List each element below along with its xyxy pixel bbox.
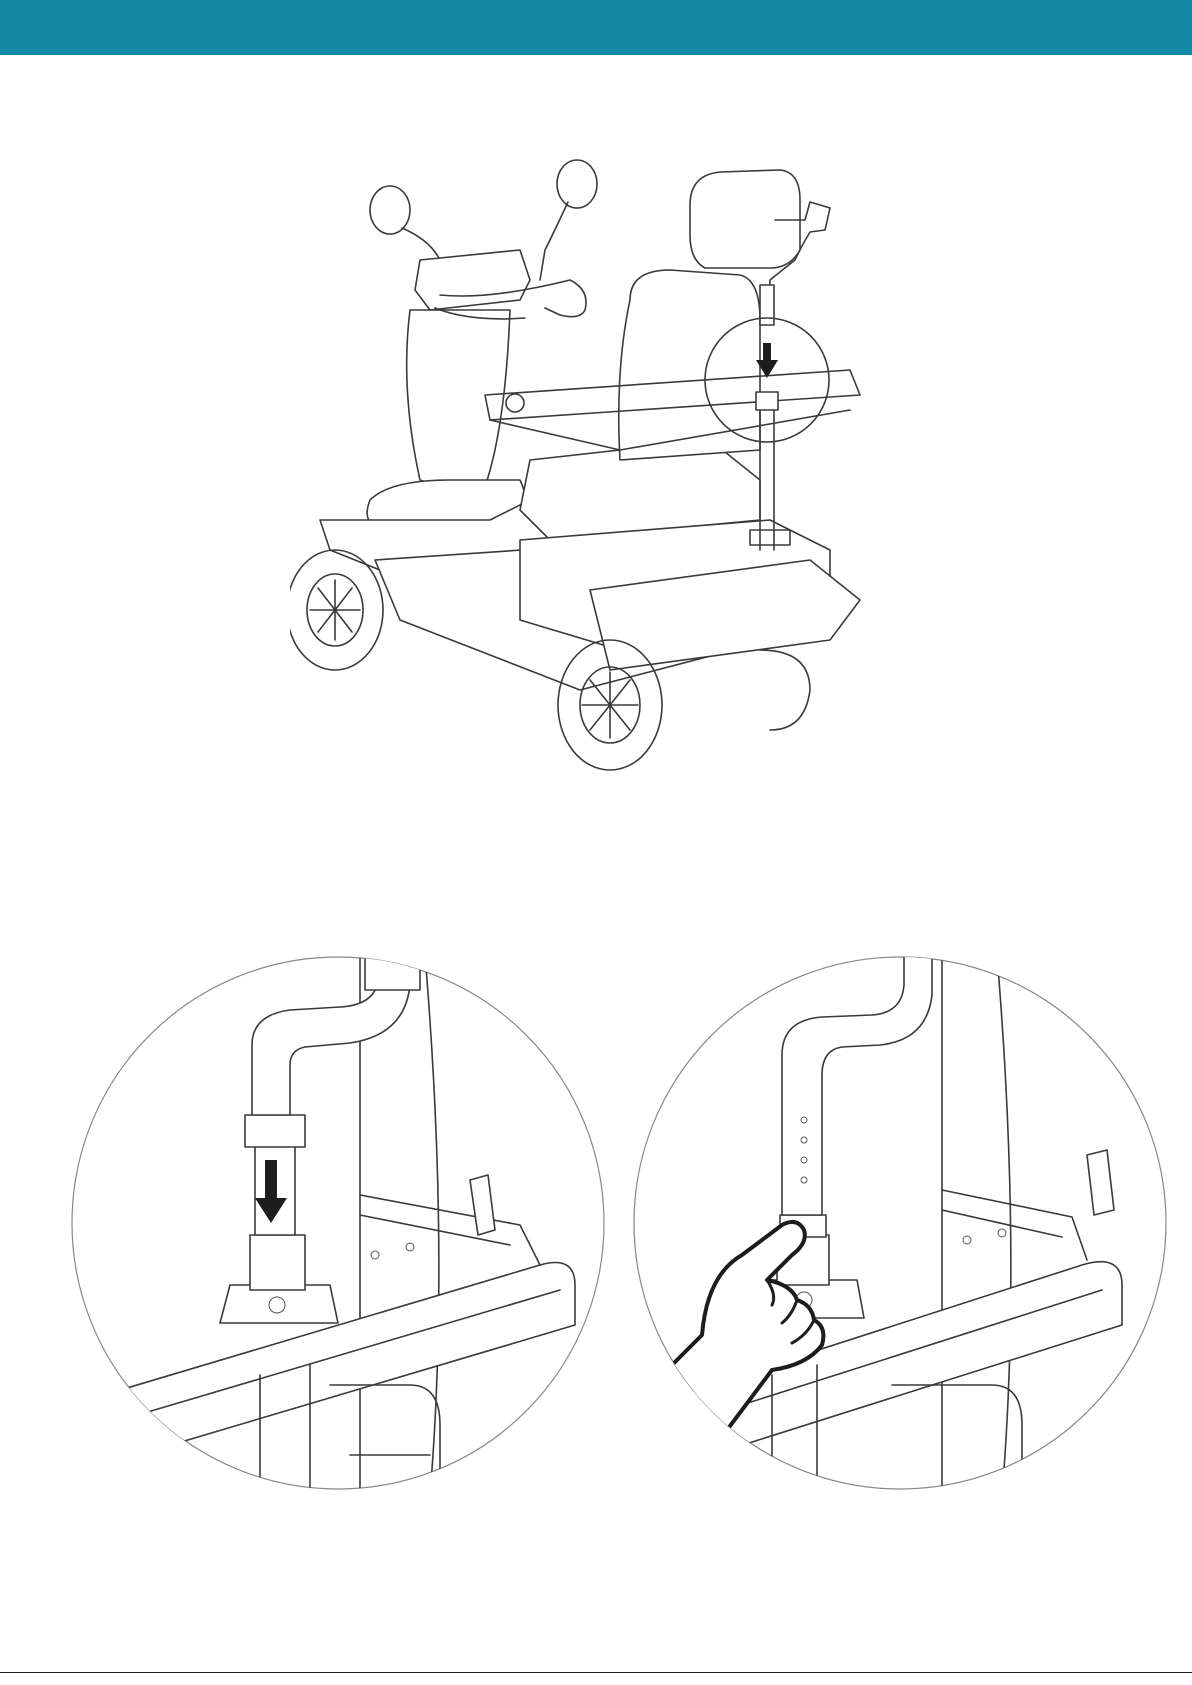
tiller-head: [415, 250, 530, 310]
detail-right-illustration: [632, 955, 1172, 1495]
rear-right-wheel: [760, 650, 810, 730]
headrest: [690, 170, 800, 268]
seat-back: [619, 270, 760, 460]
down-arrow-icon: [763, 343, 771, 361]
tiller-column: [407, 310, 510, 500]
footer-rule: [0, 1672, 1192, 1673]
right-mirror: [557, 160, 597, 208]
receiver-tube: [250, 1235, 305, 1290]
headrest-post: [782, 955, 932, 1215]
header-band: [0, 0, 1192, 55]
detail-left-illustration: [70, 955, 610, 1495]
left-mirror: [370, 186, 410, 234]
scooter-overview-illustration: [290, 150, 930, 830]
down-arrow-icon: [265, 1160, 277, 1200]
